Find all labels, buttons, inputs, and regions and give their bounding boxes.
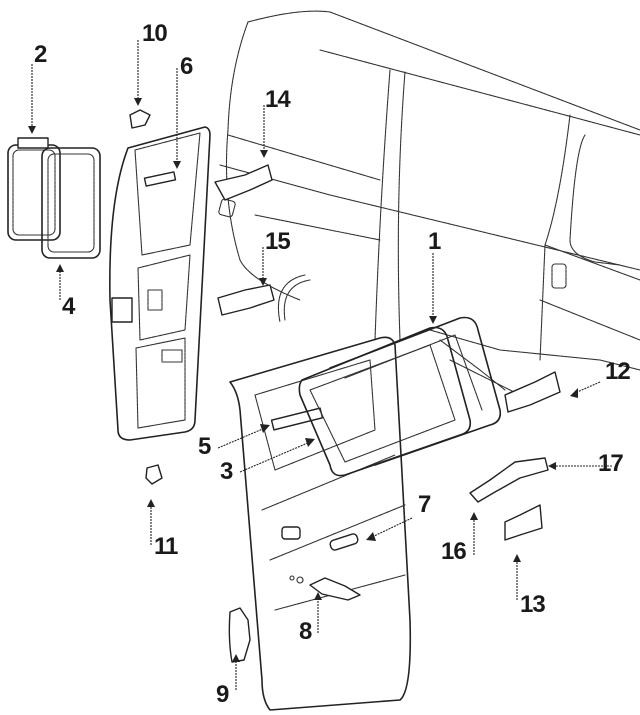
callout-6: 6 [180, 53, 193, 80]
window-seals [7, 137, 101, 259]
callout-8: 8 [299, 618, 312, 645]
rear-door [109, 109, 211, 441]
hinges [145, 164, 561, 541]
callout-10: 10 [142, 20, 168, 47]
callout-2: 2 [34, 41, 47, 68]
callout-1: 1 [428, 228, 441, 255]
callout-12: 12 [605, 358, 631, 385]
callout-16: 16 [441, 538, 467, 565]
callout-14: 14 [265, 86, 291, 113]
callout-13: 13 [520, 591, 546, 618]
callout-17: 17 [598, 450, 624, 477]
leader-lines [28, 40, 612, 690]
callout-15: 15 [265, 228, 291, 255]
window-frame-assembly [298, 316, 502, 477]
callout-5: 5 [198, 433, 211, 460]
callout-3: 3 [220, 458, 233, 485]
callout-4: 4 [62, 293, 75, 320]
side-door [228, 336, 412, 711]
van-body [218, 10, 640, 396]
callout-11: 11 [154, 533, 178, 560]
callout-9: 9 [216, 681, 229, 708]
callout-7: 7 [418, 491, 431, 518]
